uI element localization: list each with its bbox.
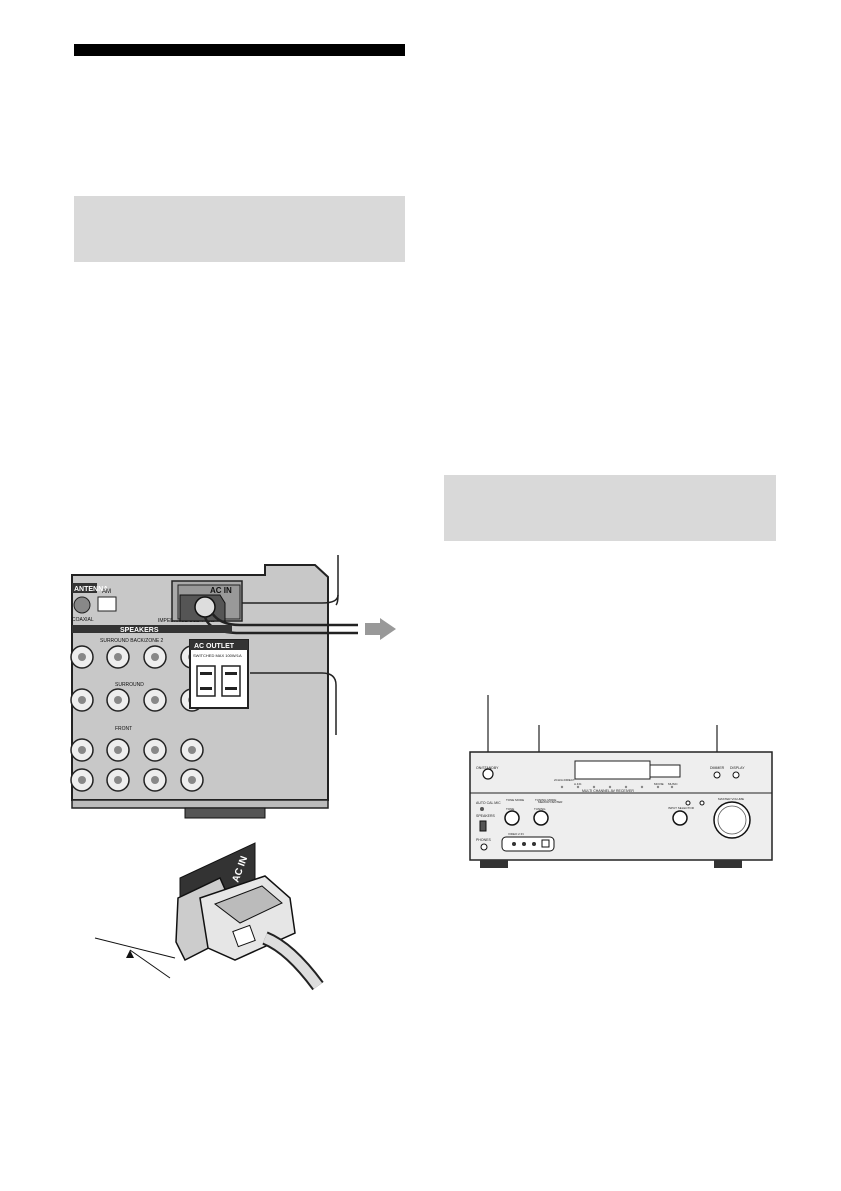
speakers-label: SPEAKERS bbox=[120, 627, 159, 634]
video-in-label: VIDEO 2 IN bbox=[508, 832, 524, 836]
afd-label: A.F.D. bbox=[574, 782, 582, 786]
ac-outlet-note: SWITCHED MAX 100W/1A bbox=[193, 653, 242, 658]
antenna-label: ANTENNA bbox=[74, 586, 108, 593]
tone-mode-label: TONE MODE bbox=[506, 798, 524, 802]
on-standby-label: ON/STANDBY bbox=[476, 766, 499, 770]
input-selector-label: INPUT SELECTOR bbox=[668, 806, 695, 810]
surround-back-label: SURROUND BACK/ZONE 2 bbox=[100, 638, 164, 644]
two-ch-label: 2CH/A.DIRECT bbox=[554, 778, 575, 782]
movie-label: MOVIE bbox=[654, 782, 664, 786]
auto-cal-label: AUTO CAL MIC bbox=[476, 801, 501, 805]
tone-label: TONE bbox=[506, 807, 514, 811]
tuning-mode-label: TUNING MODE bbox=[535, 798, 556, 802]
display-label: DISPLAY bbox=[730, 766, 745, 770]
memory-label: MEMORY/ENTER bbox=[538, 800, 563, 804]
music-label: MUSIC bbox=[668, 782, 679, 786]
rear-panel-illustration: ANTENNA COAXIAL AM IMPEDANCE USE 4-16Ω A… bbox=[70, 555, 396, 819]
tuning-label: TUNING bbox=[534, 807, 546, 811]
heading-box-right bbox=[444, 475, 776, 541]
front-label: FRONT bbox=[115, 726, 132, 732]
plug-detail-illustration: AC IN bbox=[94, 842, 324, 991]
ac-in-label: AC IN bbox=[210, 586, 232, 595]
am-label: AM bbox=[102, 589, 111, 595]
dimmer-label: DIMMER bbox=[710, 766, 725, 770]
speakers-switch-label: SPEAKERS bbox=[476, 814, 496, 818]
heading-box-left bbox=[74, 196, 405, 262]
model-label: MULTI CHANNEL AV RECEIVER bbox=[582, 789, 634, 793]
coaxial-label: COAXIAL bbox=[72, 617, 94, 623]
ac-outlet-label: AC OUTLET bbox=[194, 643, 235, 650]
section-title-bar bbox=[74, 44, 405, 56]
phones-label: PHONES bbox=[476, 838, 491, 842]
front-panel-illustration: MULTI CHANNEL AV RECEIVER ON/STANDBY 2CH… bbox=[469, 695, 773, 868]
surround-label: SURROUND bbox=[115, 682, 144, 688]
master-volume-label: MASTER VOLUME bbox=[718, 797, 744, 801]
